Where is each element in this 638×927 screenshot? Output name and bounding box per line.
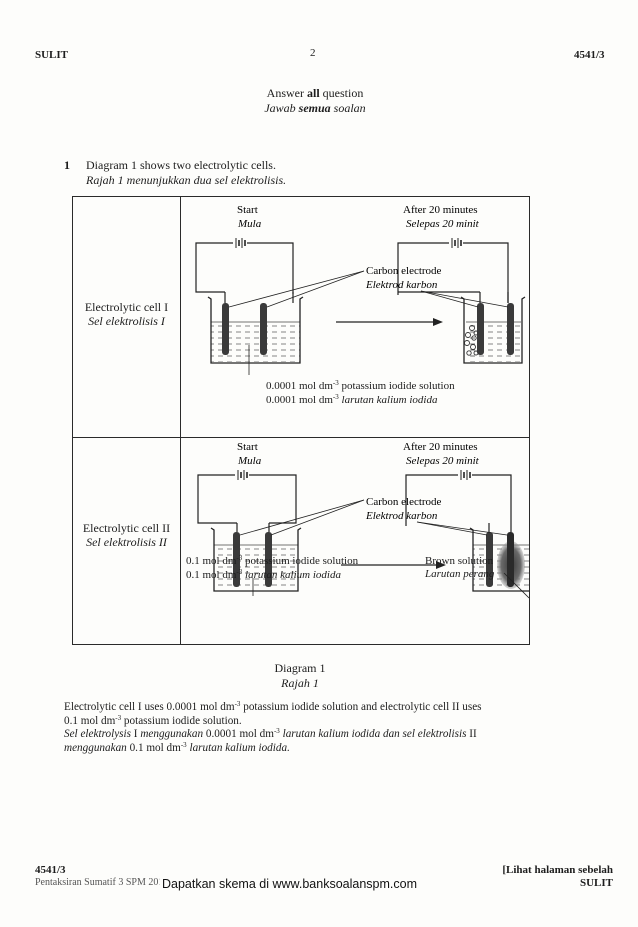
instruction-ms: Jawab semua soalan (264, 101, 366, 115)
cell2-start-apparatus (197, 469, 302, 592)
bubbles (464, 325, 479, 356)
diagram-caption: Diagram 1 Rajah 1 (274, 661, 326, 690)
cell1-label: Electrolytic cell I Sel elektrolisis I (84, 300, 169, 328)
footer-sulit: SULIT (579, 877, 613, 889)
cell1-after-apparatus (397, 237, 526, 364)
cell1-start-label: Start (237, 204, 258, 216)
footer-code: 4541/3 (35, 864, 66, 876)
question-text-en: Diagram 1 shows two electrolytic cells. (86, 158, 276, 172)
cell2-start-label: Start (237, 441, 258, 453)
cell2-after-apparatus (405, 469, 529, 592)
cell1-start-apparatus (195, 237, 304, 364)
footer-next-page: [Lihat halaman sebelah (502, 864, 613, 876)
question-text-ms: Rajah 1 menunjukkan dua sel elektrolisis… (86, 173, 287, 187)
cell1-drawing: Start Mula After 20 minutes Selepas 20 m… (195, 204, 526, 375)
cell2-label: Electrolytic cell II Sel elektrolisis II (82, 521, 171, 549)
brown-solution-label: Brown solution Larutan perang (425, 555, 495, 580)
cell2-electrode-label-ms: Elektrod karbon (365, 510, 438, 522)
footer-subtitle: Pentaksiran Sumatif 3 SPM 2013 (35, 877, 169, 888)
cell1-solution-ms: 0.0001 mol dm-3 larutan kalium iodida (266, 393, 438, 407)
cell2-after-label-ms: Selepas 20 minit (406, 455, 480, 467)
cell1-electrode-label: Carbon electrode (366, 265, 442, 277)
cell1-after-label-ms: Selepas 20 minit (406, 218, 480, 230)
cell2-solution-ms: 0.1 mol dm-3 larutan kalium iodida (186, 568, 341, 582)
header-code: 4541/3 (574, 49, 605, 61)
instruction-en: Answer all question (266, 86, 364, 100)
cell2-after-label: After 20 minutes (403, 441, 478, 453)
cell2-solution-en: 0.1 mol dm-3 potassium iodide solution (186, 554, 359, 568)
table-divider-vertical (180, 197, 181, 644)
watermark-link[interactable]: Dapatkan skema di www.banksoalanspm.com (160, 877, 419, 891)
page-number: 2 (310, 47, 316, 59)
question-number: 1 (64, 158, 70, 172)
cell1-electrode-label-ms: Elektrod karbon (365, 279, 438, 291)
cell2-drawing: Start Mula After 20 minutes Selepas 20 m… (197, 441, 529, 599)
table-divider-horizontal (73, 437, 529, 438)
cell1-start-label-ms: Mula (237, 218, 262, 230)
header-sulit: SULIT (35, 49, 69, 61)
cell2-electrode-label: Carbon electrode (366, 496, 442, 508)
cell2-start-label-ms: Mula (237, 455, 262, 467)
description-paragraph: Electrolytic cell I uses 0.0001 mol dm-3… (64, 700, 482, 754)
cell1-after-label: After 20 minutes (403, 204, 478, 216)
cell1-solution-en: 0.0001 mol dm-3 potassium iodide solutio… (266, 379, 455, 393)
diagram-table: Electrolytic cell I Sel elektrolisis I E… (72, 196, 530, 645)
